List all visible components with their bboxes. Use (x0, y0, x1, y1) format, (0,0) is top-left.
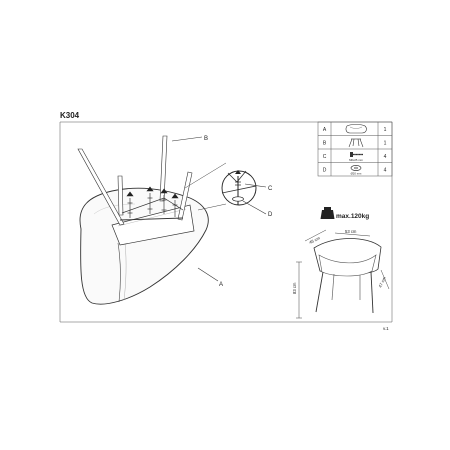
version-label: v.1 (383, 326, 389, 331)
parts-row-c-letter: C (323, 154, 327, 160)
weight-icon (320, 207, 335, 219)
callout-c-leader (244, 183, 267, 188)
washer-icon (350, 165, 362, 171)
parts-row-a-letter: A (323, 127, 327, 133)
dimension-width: 53 cm (345, 229, 357, 234)
parts-row-d-qty: 4 (384, 168, 387, 174)
parts-row-d-letter: D (323, 168, 327, 174)
seat-shell-icon (345, 124, 367, 134)
callout-c-label: C (268, 186, 273, 192)
parts-table: A 1 B 1 C 4 D 4 M6x25 mm (317, 121, 393, 177)
parts-row-b-qty: 1 (384, 141, 387, 147)
detail-zoom-line-bottom (197, 203, 227, 211)
parts-row-c-qty: 4 (384, 154, 387, 160)
detail-zoom-line-top (184, 162, 227, 189)
callout-b-label: B (204, 136, 208, 142)
fastener-group (126, 186, 179, 218)
parts-row-a-qty: 1 (384, 127, 387, 133)
callout-a-leader (197, 267, 219, 282)
callout-b-leader (171, 136, 203, 142)
washer-dimension: Ø20 mm (351, 172, 362, 176)
parts-row-b-letter: B (323, 141, 327, 147)
detail-magnifier (221, 170, 257, 206)
max-load-label: max.120kg (336, 213, 369, 220)
model-code: K304 (60, 111, 80, 120)
callout-d-label: D (268, 212, 273, 218)
callout-d-leader (242, 200, 267, 215)
callout-a-label: A (219, 282, 223, 288)
leg-frame-drawing (77, 135, 193, 226)
chair-dimension-sketch (296, 229, 390, 319)
leg-frame-icon (348, 138, 364, 148)
dimension-seat: 47 cm (377, 276, 387, 289)
screw-icon (350, 152, 363, 157)
screw-dimension: M6x25 mm (349, 158, 364, 162)
dimension-depth: 46 cm (308, 235, 321, 245)
dimension-height: 83 cm (292, 282, 297, 294)
